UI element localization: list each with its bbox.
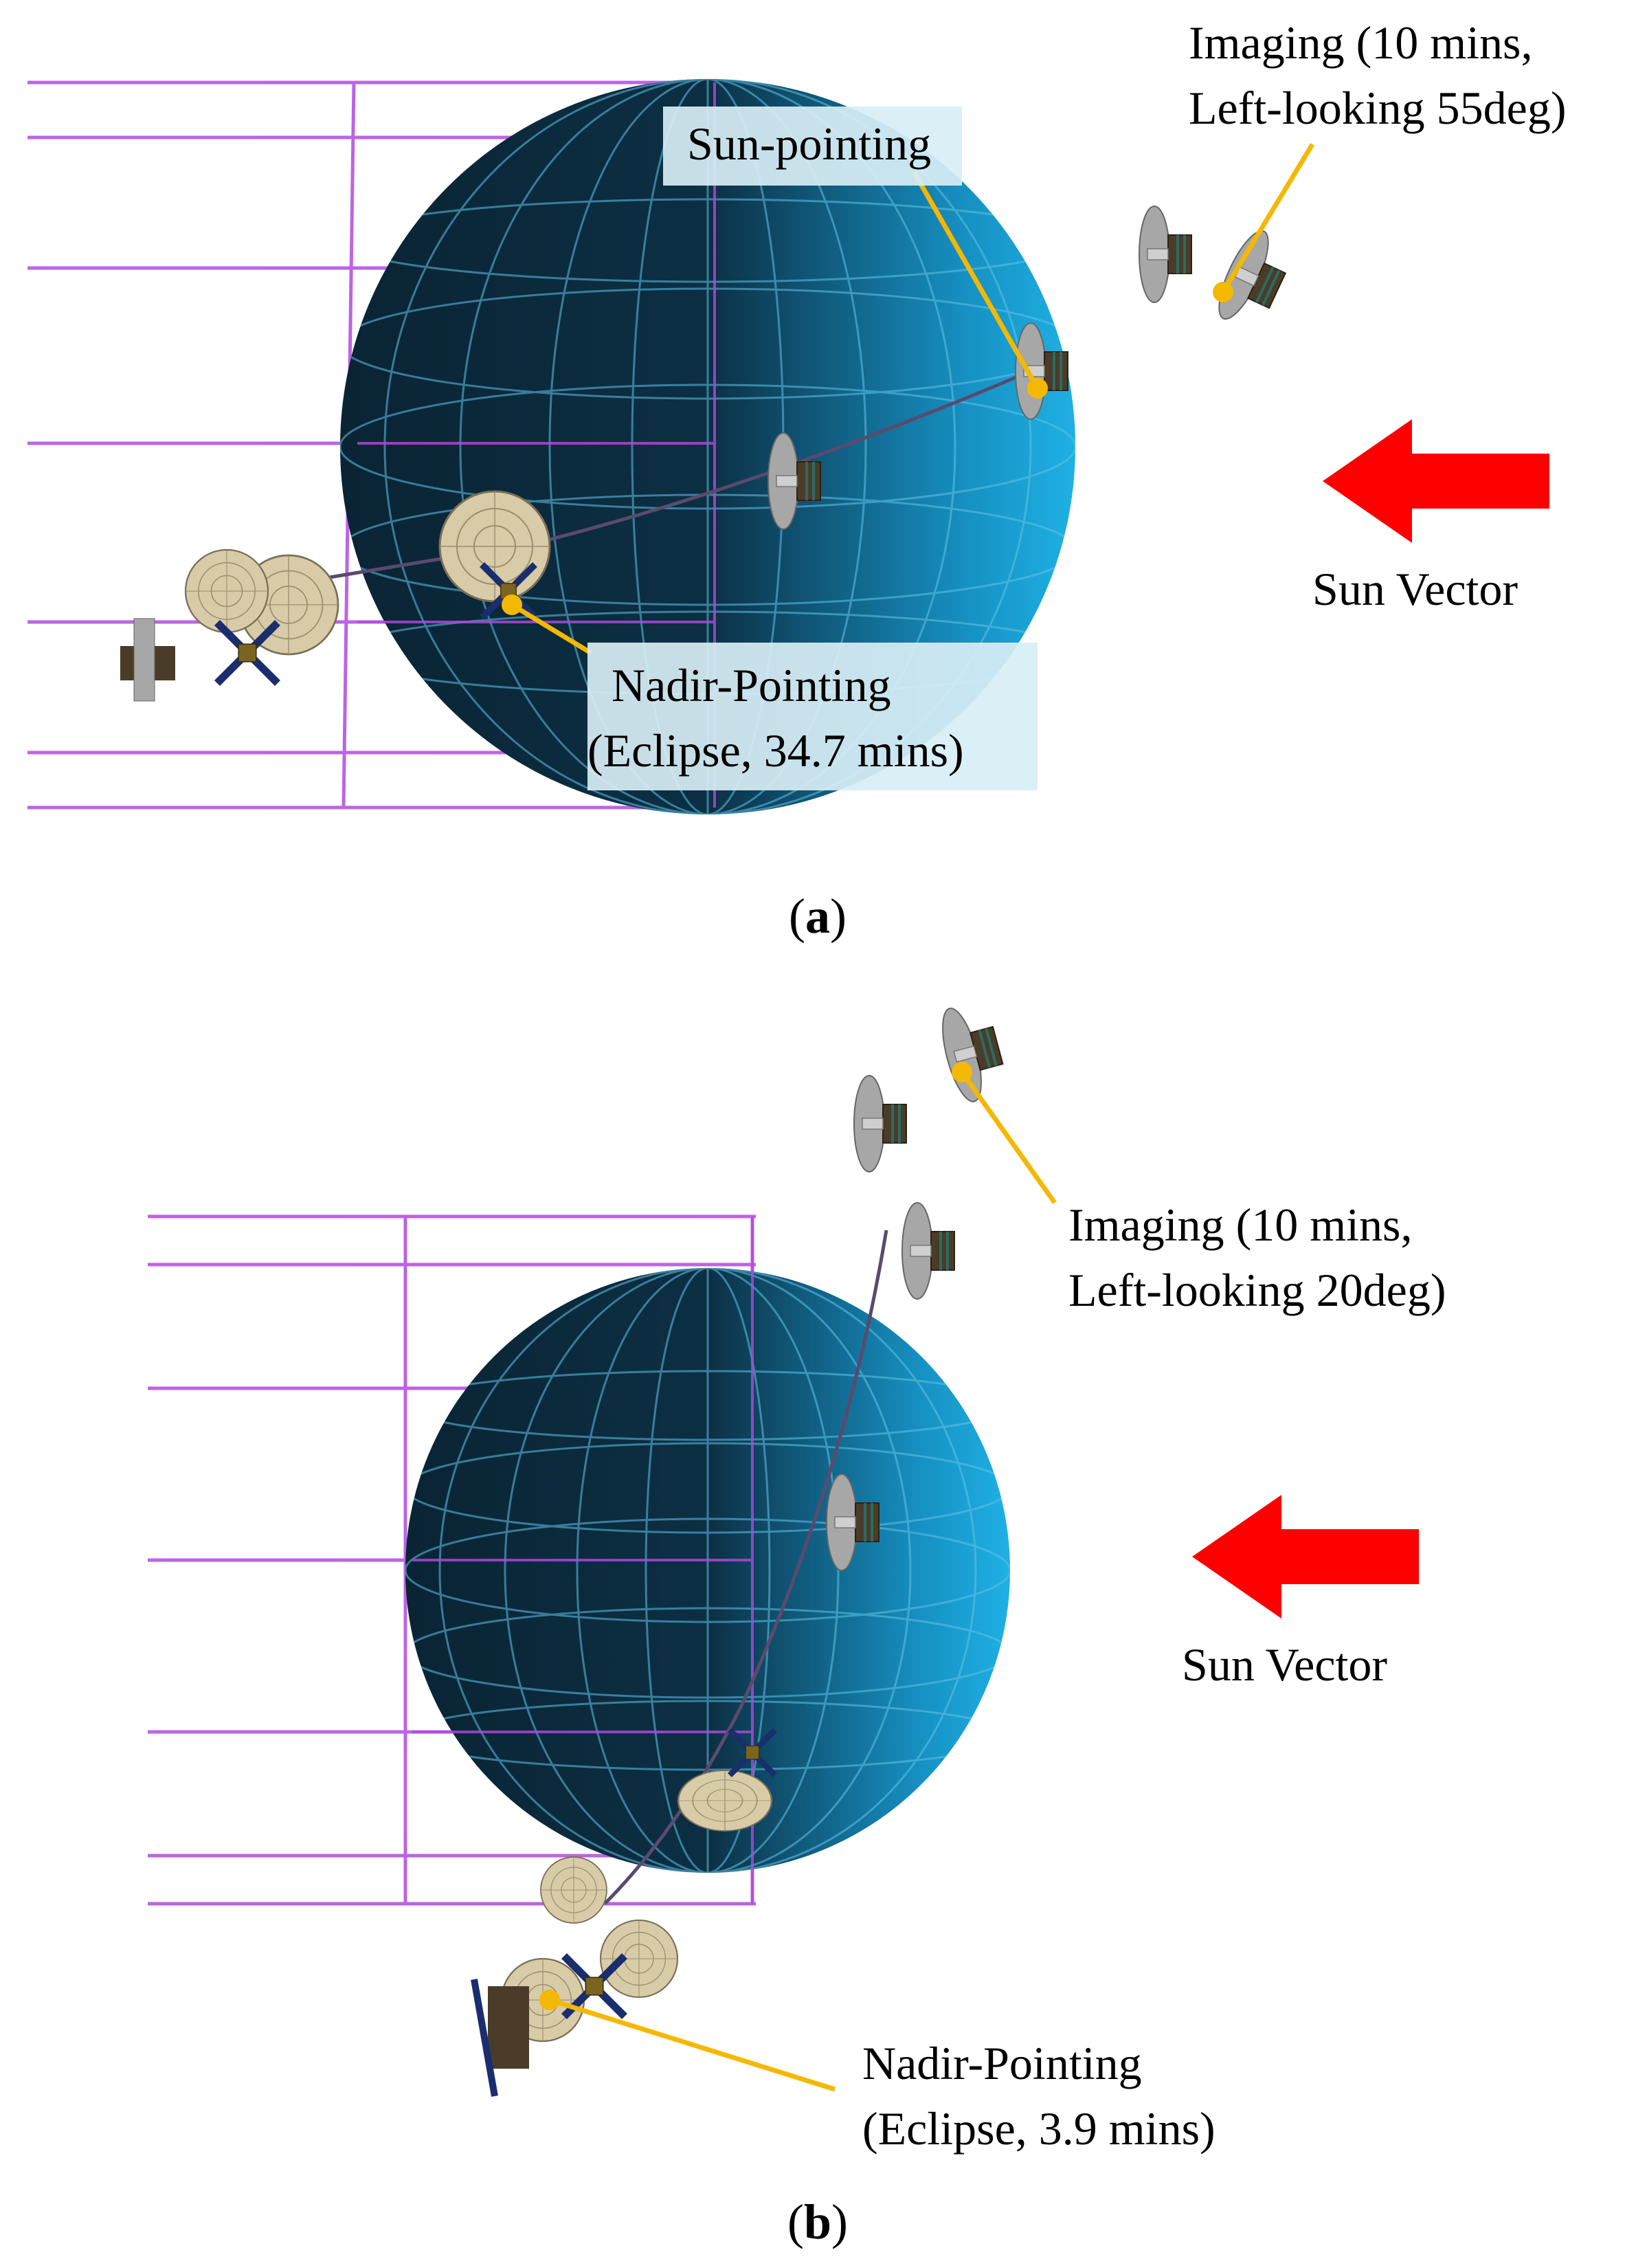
panel-b-orbit-path — [603, 1230, 888, 1905]
panel-a-imaging-label-line1: Imaging (10 mins, — [1189, 16, 1533, 69]
panel-a-nadir-label-line1: Nadir-Pointing — [612, 659, 891, 711]
panel-b-imaging-label-line2: Left-looking 20deg) — [1068, 1264, 1446, 1316]
panel-b-leader-lines — [548, 1070, 1057, 2092]
panel-a-sun-pointing-box — [663, 107, 962, 186]
panel-a-sun-pointing-label: Sun-pointing — [687, 118, 931, 170]
panel-a-leader-lines — [511, 143, 1314, 655]
panel-a: Imaging (10 mins, Left-looking 55deg) Su… — [27, 16, 1567, 944]
panel-b-earth-graticule — [405, 1268, 1010, 1873]
panel-a-nadir-box — [587, 643, 1038, 790]
panel-a-nadir-label-line2: (Eclipse, 34.7 mins) — [587, 724, 964, 777]
panel-a-orbit-path — [329, 369, 1031, 579]
panel-b: Imaging (10 mins, Left-looking 20deg) Na… — [148, 997, 1446, 2249]
panel-b-imaging-label-line1: Imaging (10 mins, — [1068, 1199, 1413, 1251]
panel-b-caption: (b) — [787, 2194, 848, 2249]
panel-a-imaging-label-line2: Left-looking 55deg) — [1189, 82, 1567, 134]
panel-b-nadir-label-line2: (Eclipse, 3.9 mins) — [862, 2102, 1215, 2155]
panel-b-sun-arrow — [1192, 1495, 1419, 1619]
panel-a-sun-arrow — [1323, 419, 1549, 543]
panel-b-satellite-imaging-1 — [853, 1074, 908, 1173]
panel-a-satellite-imaging-1 — [1138, 205, 1193, 304]
panel-b-satellite-upper — [901, 1201, 956, 1300]
panel-b-sun-vector-label: Sun Vector — [1182, 1638, 1387, 1691]
panel-a-sun-vector-label: Sun Vector — [1312, 563, 1518, 615]
panel-a-caption: (a) — [789, 889, 847, 944]
panel-b-nadir-satellite-cluster — [471, 1856, 679, 2097]
panel-b-nadir-label-line1: Nadir-Pointing — [862, 2037, 1142, 2089]
panel-a-satellite-cluster-left — [120, 548, 339, 702]
